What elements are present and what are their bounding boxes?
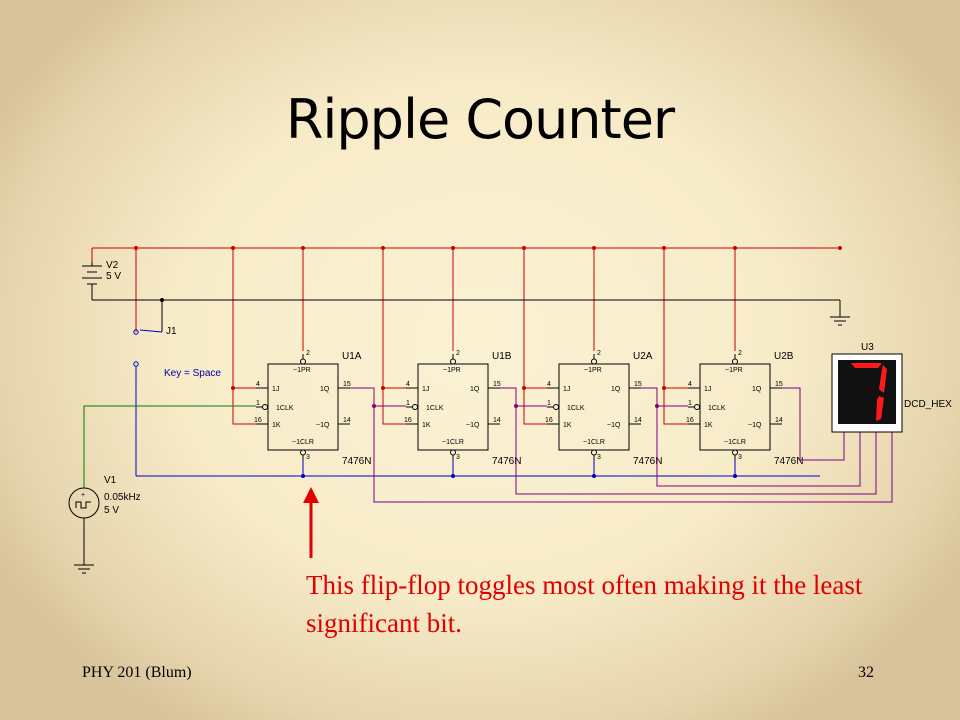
pre-pin: 2 [306,350,310,357]
clr-pin: 3 [456,454,460,461]
j-label: 1J [422,386,429,393]
switch-j1 [133,329,820,477]
pre-pin: 2 [597,350,601,357]
segment-b [879,365,887,393]
pre-label: ~1PR [725,367,743,374]
j-label: 1J [563,386,570,393]
pre-label: ~1PR [293,367,311,374]
v2-name: V2 [106,260,119,271]
j-pin: 4 [688,381,692,388]
hex-display-u3: U3 DCD_HEX [831,342,952,433]
ground-junction [160,298,164,302]
qn-pin: 14 [493,417,501,424]
clk-pin: 1 [688,400,692,407]
footer-course: PHY 201 (Blum) [82,664,192,681]
clear-junctions [301,474,737,478]
q-pin: 15 [634,381,642,388]
ff-part: 7476N [774,456,803,467]
clk-label: 1CLK [708,405,726,412]
v2-value: 5 V [106,271,121,282]
clk-label: 1CLK [276,405,294,412]
q-pin: 15 [343,381,351,388]
qn-label: ~1Q [466,422,480,429]
k-label: 1K [704,422,713,429]
clr-label: ~1CLR [724,439,746,446]
switch-key-hint: Key = Space [164,368,221,379]
q-pin: 15 [775,381,783,388]
ff-name: U2B [774,351,794,362]
k-label: 1K [563,422,572,429]
k-label: 1K [422,422,431,429]
clr-label: ~1CLR [442,439,464,446]
q-pin: 15 [493,381,501,388]
q-label: 1Q [752,386,762,393]
pre-label: ~1PR [584,367,602,374]
clr-label: ~1CLR [292,439,314,446]
j1-name: J1 [166,326,177,337]
q-label: 1Q [320,386,330,393]
q-label: 1Q [470,386,480,393]
k-pin: 16 [254,417,262,424]
clk-pin: 1 [547,400,551,407]
j-pin: 4 [547,381,551,388]
j-label: 1J [704,386,711,393]
bit-junctions [372,404,659,408]
flipflop-u2b: U2B 7476N ~1PR 1J 1CLK 1K 1Q ~1Q ~1CLR 2… [686,350,803,467]
ff-part: 7476N [633,456,662,467]
clr-pin: 3 [738,454,742,461]
clr-pin: 3 [597,454,601,461]
ff-part: 7476N [492,456,521,467]
pre-label: ~1PR [443,367,461,374]
k-pin: 16 [404,417,412,424]
clk-label: 1CLK [567,405,585,412]
ff-name: U2A [633,351,653,362]
j-label: 1J [272,386,279,393]
segment-a [851,363,882,368]
clr-label: ~1CLR [583,439,605,446]
flipflop-u1a: U1A 7476N ~1PR 1J 1CLK 1K 1Q ~1Q ~1CLR 2… [254,350,371,467]
v1-frequency: 0.05kHz [104,492,141,503]
supply-junctions [134,246,842,390]
qn-label: ~1Q [607,422,621,429]
flipflop-u2a: U2A 7476N ~1PR 1J 1CLK 1K 1Q ~1Q ~1CLR 2… [545,350,662,467]
qn-label: ~1Q [748,422,762,429]
qn-label: ~1Q [316,422,330,429]
clk-pin: 1 [406,400,410,407]
pre-pin: 2 [456,350,460,357]
segment-c [876,396,884,421]
svg-text:+: + [81,492,85,499]
clk-label: 1CLK [426,405,444,412]
flipflop-u1b: U1B 7476N ~1PR 1J 1CLK 1K 1Q ~1Q ~1CLR 2… [404,350,521,467]
qn-pin: 14 [775,417,783,424]
v1-value: 5 V [104,505,119,516]
display-part: DCD_HEX [904,399,952,410]
annotation-arrow-icon [303,487,319,558]
slide-title: Ripple Counter [285,88,675,151]
ff-name: U1A [342,351,362,362]
v1-name: V1 [104,475,117,486]
pre-pin: 2 [738,350,742,357]
ff-part: 7476N [342,456,371,467]
clk-pin: 1 [256,400,260,407]
clock-source-v1: + [68,405,256,574]
battery-v2 [82,262,102,300]
page-number: 32 [858,664,874,681]
clr-pin: 3 [306,454,310,461]
q-label: 1Q [611,386,621,393]
supply-rail [91,247,840,425]
k-label: 1K [272,422,281,429]
k-pin: 16 [545,417,553,424]
qn-pin: 14 [634,417,642,424]
bit-output-wires [350,387,893,503]
k-pin: 16 [686,417,694,424]
ground-rail [92,299,850,332]
j-pin: 4 [406,381,410,388]
qn-pin: 14 [343,417,351,424]
ff-name: U1B [492,351,512,362]
j-pin: 4 [256,381,260,388]
annotation-text: This flip-flop toggles most often making… [306,570,863,638]
display-name: U3 [861,342,874,353]
